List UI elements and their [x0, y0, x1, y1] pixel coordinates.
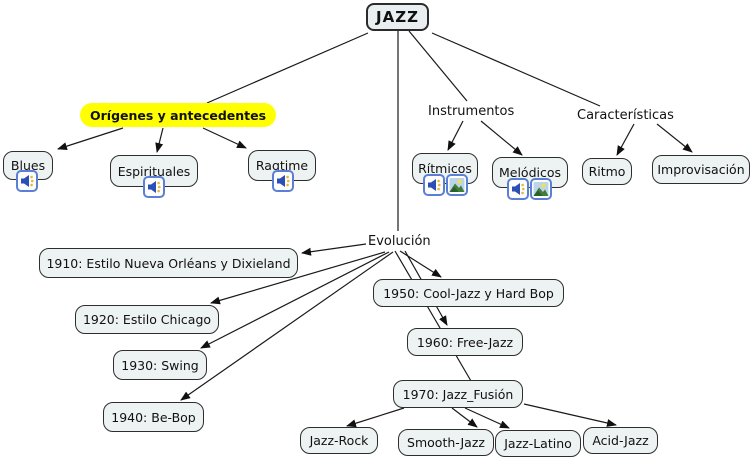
blues-resource-icons — [16, 170, 38, 192]
node-smooth-jazz[interactable]: Smooth-Jazz — [398, 429, 494, 456]
edge-caracteristicas-improvisacion — [656, 123, 693, 153]
edge-evolucion-1920 — [210, 251, 386, 305]
node-acid-jazz[interactable]: Acid-Jazz — [583, 427, 658, 454]
label-evolucion[interactable]: Evolución — [368, 234, 431, 249]
edge-instrumentos-melodicos — [480, 120, 523, 156]
edge-1970-jazzlatino — [464, 407, 510, 429]
edge-evolucion-1950 — [399, 250, 442, 278]
edge-evolucion-1940 — [180, 251, 394, 401]
speaker-icon[interactable] — [16, 170, 38, 192]
speaker-icon[interactable] — [423, 174, 445, 196]
edge-origenes-espirituales — [155, 127, 164, 153]
edge-caracteristicas-ritmo — [616, 123, 635, 156]
label-caracteristicas[interactable]: Características — [577, 108, 674, 123]
node-ritmicos[interactable]: Rítmicos — [412, 153, 478, 184]
picture-icon[interactable] — [446, 174, 468, 196]
ragtime-resource-icons — [272, 170, 294, 192]
node-1920-estilo-chicago[interactable]: 1920: Estilo Chicago — [75, 305, 219, 334]
edge-origenes-blues — [57, 127, 124, 151]
node-melodicos[interactable]: Melódicos — [492, 157, 568, 188]
edge-evolucion-1910 — [301, 243, 367, 256]
edge-instrumentos-ritmicos — [447, 120, 464, 151]
node-1940-be-bop[interactable]: 1940: Be-Bop — [103, 402, 204, 432]
node-1910-nueva-orleans-dixieland[interactable]: 1910: Estilo Nueva Orléans y Dixieland — [39, 248, 298, 278]
edge-jazz-instrumentos — [408, 30, 468, 102]
edge-evolucion-1970 — [394, 250, 472, 382]
node-1930-swing[interactable]: 1930: Swing — [113, 350, 207, 380]
melodicos-resource-icons — [507, 178, 552, 200]
edge-1970-acidjazz — [523, 403, 617, 427]
node-origenes-y-antecedentes[interactable]: Orígenes y antecedentes — [80, 103, 277, 127]
node-ritmo[interactable]: Ritmo — [582, 158, 632, 185]
edge-1970-smoothjazz — [451, 407, 478, 428]
edge-jazz-caracteristicas — [431, 32, 601, 107]
edge-jazz-origenes — [206, 32, 369, 104]
edge-1970-jazzrock — [346, 407, 405, 428]
espirituales-resource-icons — [143, 176, 165, 198]
node-1960-free-jazz[interactable]: 1960: Free-Jazz — [407, 328, 523, 356]
speaker-icon[interactable] — [143, 176, 165, 198]
node-1970-jazz-fusion[interactable]: 1970: Jazz_Fusión — [393, 380, 523, 408]
node-1950-cool-jazz-hard-bop[interactable]: 1950: Cool-Jazz y Hard Bop — [373, 279, 564, 307]
node-jazz-rock[interactable]: Jazz-Rock — [300, 427, 378, 454]
node-jazz-latino[interactable]: Jazz-Latino — [495, 430, 581, 457]
node-jazz[interactable]: JAZZ — [366, 3, 429, 31]
edge-origenes-ragtime — [202, 127, 247, 149]
label-instrumentos[interactable]: Instrumentos — [428, 104, 515, 119]
speaker-icon[interactable] — [272, 170, 294, 192]
picture-icon[interactable] — [530, 178, 552, 200]
edge-evolucion-1930 — [200, 251, 390, 349]
node-improvisacion[interactable]: Improvisación — [652, 155, 750, 184]
speaker-icon[interactable] — [507, 178, 529, 200]
ritmicos-resource-icons — [423, 174, 468, 196]
